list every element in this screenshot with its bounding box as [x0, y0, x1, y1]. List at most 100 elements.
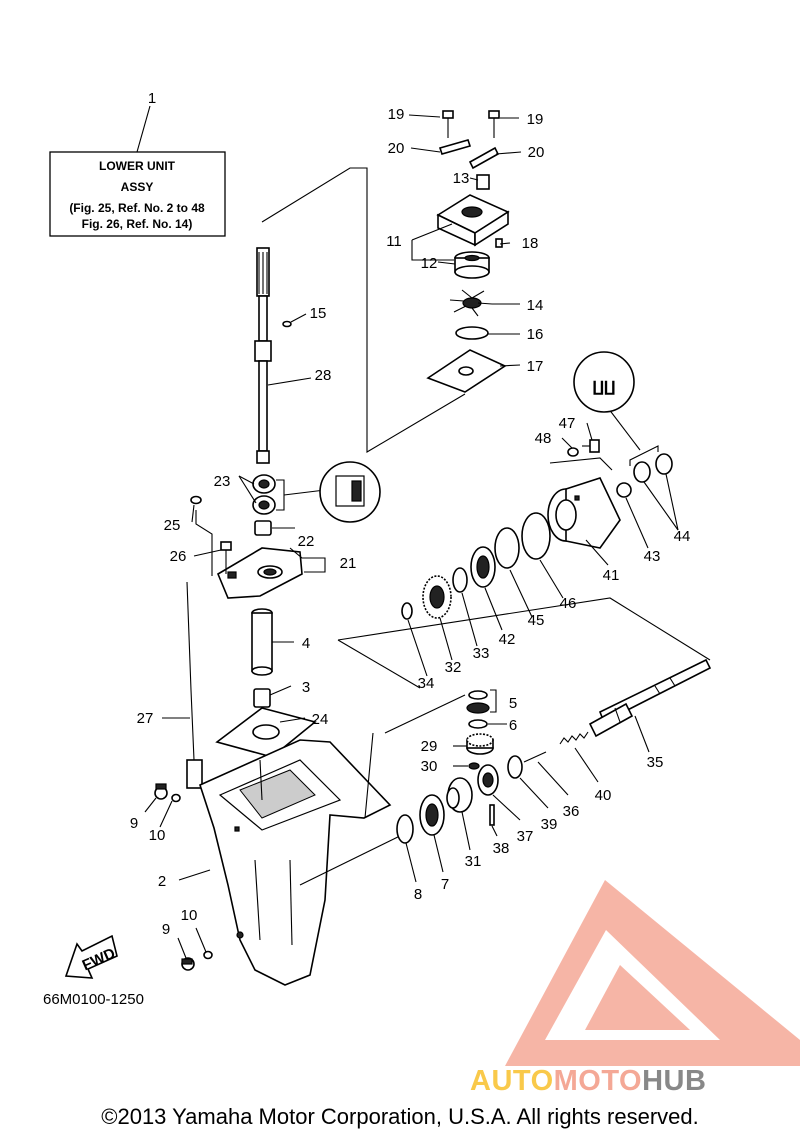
bolt-47: [582, 439, 600, 453]
ring-34: [401, 602, 413, 620]
label-43: 43: [644, 548, 661, 565]
bearing-7: [419, 794, 445, 836]
impeller-14: [449, 289, 493, 317]
shift-rod-27: [186, 581, 203, 789]
grease-symbol: ∐∐: [593, 379, 616, 396]
watermark-triangle-core: [585, 965, 690, 1030]
label-31: 31: [465, 853, 482, 870]
label-17: 17: [527, 358, 544, 375]
collar-3: [253, 688, 271, 708]
label-28: 28: [315, 367, 332, 384]
label-35: 35: [647, 754, 664, 771]
fwd-arrow: FWD: [64, 934, 118, 979]
label-6: 6: [509, 717, 517, 734]
label-42: 42: [499, 631, 516, 648]
svg-text:AUTOMOTOHUB: AUTOMOTOHUB: [470, 1065, 706, 1097]
label-7: 7: [441, 876, 449, 893]
label-14: 14: [527, 297, 544, 314]
bearings-23: [252, 474, 276, 515]
label-27: 27: [137, 710, 154, 727]
label-19-right: 19: [527, 111, 544, 128]
label-45: 45: [528, 612, 545, 629]
label-30: 30: [421, 758, 438, 775]
gasket-10-lower: [203, 950, 213, 960]
box-line3: (Fig. 25, Ref. No. 2 to 48: [69, 201, 205, 215]
label-20-right: 20: [528, 144, 545, 161]
propeller-housing-41: [547, 477, 621, 549]
label-44: 44: [674, 528, 691, 545]
lower-unit-assy-box: LOWER UNIT ASSY (Fig. 25, Ref. No. 2 to …: [49, 105, 226, 237]
ring-39: [507, 755, 523, 779]
automotohub-watermark: AUTOMOTOHUB: [470, 880, 800, 1097]
label-24: 24: [312, 711, 329, 728]
spring-40: [559, 731, 589, 745]
box-line2: ASSY: [121, 180, 154, 194]
label-9-lower: 9: [162, 921, 170, 938]
propeller-shaft-35: [588, 658, 712, 738]
gear-32: [422, 575, 452, 619]
oring-46: [521, 512, 551, 560]
label-32: 32: [445, 659, 462, 676]
label-11: 11: [386, 233, 402, 250]
washer-33: [452, 567, 468, 593]
label-46: 46: [560, 595, 577, 612]
label-2: 2: [158, 873, 166, 890]
box-line1: LOWER UNIT: [99, 159, 176, 173]
label-4: 4: [302, 635, 310, 652]
bearing-5: [466, 702, 490, 714]
label-41: 41: [603, 567, 620, 584]
label-18: 18: [522, 235, 539, 252]
watermark-moto: MOTO: [554, 1065, 642, 1097]
label-16: 16: [527, 326, 544, 343]
label-26: 26: [170, 548, 187, 565]
drive-shaft: [254, 247, 292, 464]
gasket-10-upper: [171, 793, 181, 803]
watermark-auto: AUTO: [470, 1065, 554, 1097]
label-33: 33: [473, 645, 490, 662]
plate-20-right: [468, 146, 500, 170]
seal-44b: [655, 453, 673, 475]
label-25: 25: [164, 517, 181, 534]
seal-25: [190, 495, 202, 505]
bushing-43: [616, 482, 632, 498]
shaft-pin: [282, 320, 292, 328]
leader-lines: [144, 114, 679, 959]
watermark-hub: HUB: [642, 1065, 706, 1097]
pinion-29: [466, 733, 494, 755]
label-9-upper: 9: [130, 815, 138, 832]
label-19-left: 19: [388, 106, 405, 123]
gear-31: [446, 777, 473, 813]
seal-8: [396, 814, 414, 844]
seal-44a: [633, 461, 651, 483]
pin-18: [495, 238, 503, 248]
housing-21: [216, 547, 303, 599]
label-40: 40: [595, 787, 612, 804]
fitting-13: [476, 174, 490, 190]
label-5: 5: [509, 695, 517, 712]
shim-5a: [468, 690, 488, 700]
label-29: 29: [421, 738, 438, 755]
copyright-text: ©2013 Yamaha Motor Corporation, U.S.A. A…: [101, 1104, 698, 1129]
label-10-lower: 10: [181, 907, 198, 924]
label-23: 23: [214, 473, 231, 490]
label-21: 21: [340, 555, 357, 572]
label-22: 22: [298, 533, 315, 550]
tube-4: [251, 608, 273, 676]
washer-48: [567, 447, 579, 457]
pin-38: [489, 804, 495, 826]
label-34: 34: [418, 675, 435, 692]
plate-20-left: [438, 139, 472, 155]
label-3: 3: [302, 679, 310, 696]
label-20-left: 20: [388, 140, 405, 157]
label-48: 48: [535, 430, 552, 447]
lower-case-2: [199, 739, 392, 986]
washer-6: [468, 719, 488, 729]
label-39: 39: [541, 816, 558, 833]
bearing-42: [470, 546, 496, 588]
label-10-upper: 10: [149, 827, 166, 844]
label-1: 1: [148, 90, 156, 107]
insert-cup-12: [454, 251, 490, 279]
label-13: 13: [453, 170, 470, 187]
bolt-26: [220, 541, 232, 574]
